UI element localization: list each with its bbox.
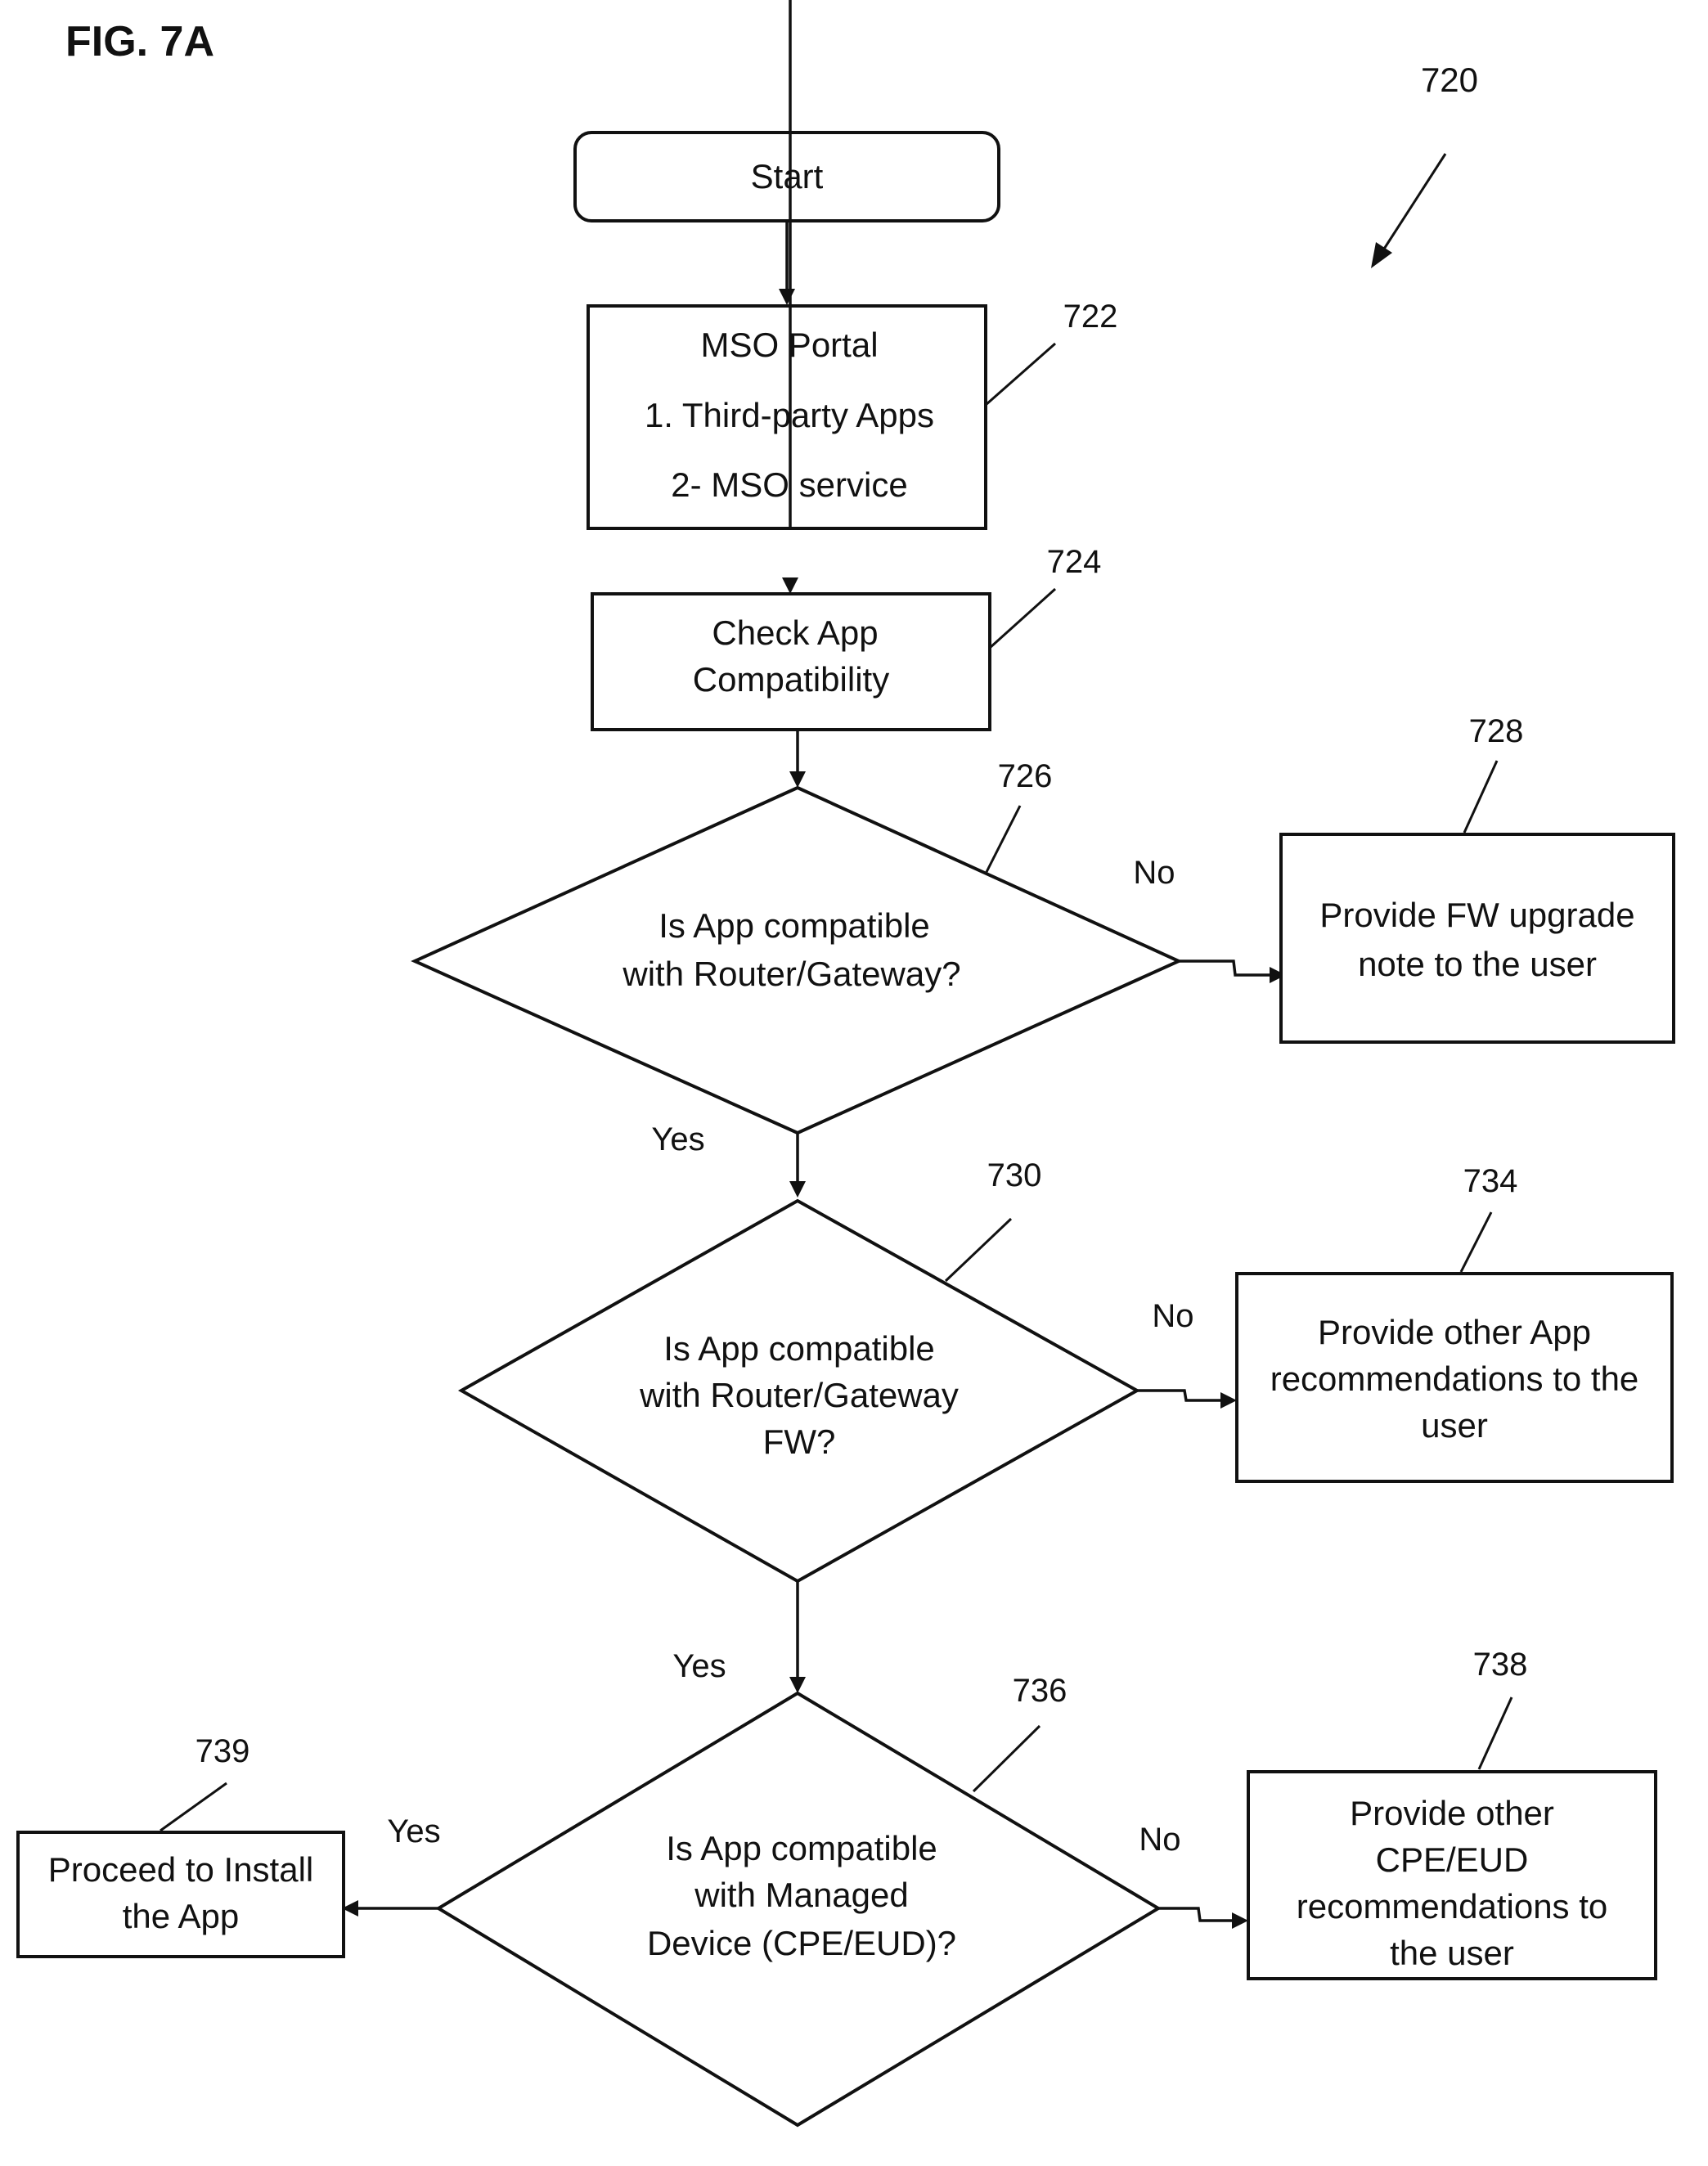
arrow-726-to-730 [789, 1133, 806, 1198]
process-728: Provide FW upgrade note to the user [1281, 834, 1674, 1042]
arrow-730-to-734 [1137, 1391, 1237, 1409]
decision-726-line-1: Is App compatible [658, 906, 930, 945]
decision-730: Is App compatible with Router/Gateway FW… [461, 1201, 1137, 1581]
decision-730-line-2: with Router/Gateway [639, 1376, 959, 1414]
arrow-736-to-739 [342, 1900, 438, 1917]
ref-734: 734 [1463, 1163, 1518, 1199]
arrow-724-to-726 [789, 730, 806, 788]
arrow-726-to-728 [1179, 961, 1286, 983]
process-739-line-1: Proceed to Install [48, 1850, 314, 1889]
process-738-line-1: Provide other [1350, 1794, 1554, 1832]
label-no-730: No [1152, 1298, 1193, 1334]
process-724: Check App Compatibility [592, 594, 990, 730]
ref-736: 736 [1013, 1673, 1068, 1709]
process-738-line-3: recommendations to [1297, 1887, 1608, 1926]
leader-722 [986, 344, 1055, 405]
ref-722: 722 [1063, 299, 1118, 335]
ref-739: 739 [196, 1733, 250, 1769]
ref-726: 726 [998, 758, 1053, 794]
ref-724: 724 [1047, 544, 1102, 580]
decision-736-line-3: Device (CPE/EUD)? [647, 1924, 956, 1962]
decision-730-line-1: Is App compatible [663, 1329, 935, 1368]
process-734-line-2: recommendations to the [1270, 1359, 1639, 1398]
process-738-line-4: the user [1390, 1934, 1514, 1972]
label-yes-726: Yes [651, 1121, 704, 1157]
process-728-line-1: Provide FW upgrade [1319, 896, 1634, 934]
ref-728: 728 [1469, 713, 1524, 749]
figure-label: FIG. 7A [65, 18, 214, 65]
leader-726 [987, 806, 1020, 872]
process-734-line-1: Provide other App [1318, 1313, 1591, 1351]
arrow-736-to-738 [1158, 1908, 1248, 1929]
decision-736-line-2: with Managed [694, 1876, 909, 1914]
process-739-line-2: the App [123, 1897, 239, 1935]
label-no-726: No [1133, 855, 1175, 891]
process-728-line-2: note to the user [1358, 945, 1597, 983]
process-722: MSO Portal 1. Third-party Apps 2- MSO se… [588, 306, 986, 528]
leader-730 [946, 1219, 1011, 1281]
process-734: Provide other App recommendations to the… [1237, 1274, 1672, 1481]
ref-730: 730 [987, 1157, 1042, 1193]
start-label: Start [751, 157, 824, 195]
decision-726: Is App compatible with Router/Gateway? [415, 788, 1179, 1133]
decision-736-line-1: Is App compatible [666, 1829, 937, 1867]
decision-726-line-2: with Router/Gateway? [622, 955, 960, 993]
arrow-start-to-722 [779, 221, 795, 305]
arrow-730-to-736 [789, 1581, 806, 1693]
leader-736 [973, 1726, 1040, 1791]
process-738: Provide other CPE/EUD recommendations to… [1248, 1772, 1656, 1979]
process-734-line-3: user [1421, 1406, 1488, 1445]
process-724-line-2: Compatibility [693, 660, 889, 699]
process-738-line-2: CPE/EUD [1376, 1840, 1529, 1879]
diagram-ref-720: 720 [1421, 61, 1478, 99]
leader-738 [1479, 1697, 1512, 1769]
decision-736: Is App compatible with Managed Device (C… [438, 1693, 1158, 2125]
decision-730-line-3: FW? [763, 1422, 836, 1461]
label-no-736: No [1139, 1822, 1180, 1858]
process-739: Proceed to Install the App [18, 1832, 344, 1957]
label-yes-730: Yes [672, 1648, 726, 1684]
leader-739 [160, 1783, 227, 1831]
leader-724 [990, 589, 1055, 648]
leader-734 [1461, 1212, 1491, 1272]
ref-738: 738 [1473, 1647, 1528, 1683]
start-node: Start [575, 133, 999, 221]
leader-728 [1464, 761, 1497, 833]
label-yes-736: Yes [387, 1813, 440, 1849]
diagram-ref-arrow [1371, 154, 1445, 268]
process-724-line-1: Check App [712, 613, 878, 652]
